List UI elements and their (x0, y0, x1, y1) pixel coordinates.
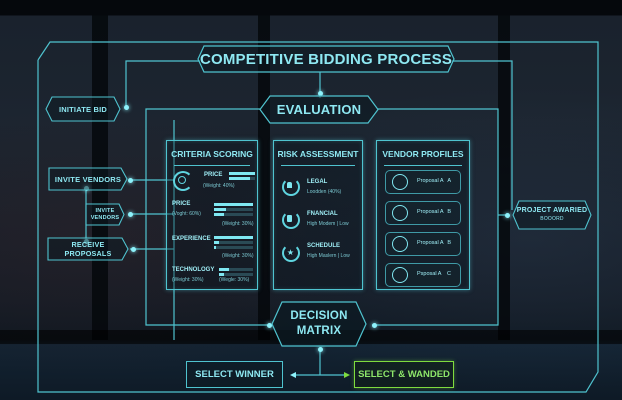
select-awarded-button[interactable]: SELECT & WANDED (354, 361, 454, 388)
connector-dot (124, 105, 129, 110)
invite-vendors-node[interactable]: INVITE VENDORS (48, 167, 128, 191)
score-bar (214, 236, 253, 239)
title-text: COMPETITIVE BIDDING PROCESS (199, 50, 453, 68)
vendor-letter: B (447, 240, 451, 246)
criteria-weight: (Wegle: 30%) (219, 277, 250, 283)
score-bar (229, 177, 255, 180)
vendors-sub-label: VENDORS (90, 214, 120, 221)
criteria-weight: (Weight: 30%) (172, 277, 204, 283)
divider (281, 165, 355, 166)
risk-label: SCHEDULE (307, 243, 341, 249)
connector-dot (505, 213, 510, 218)
receive-proposals-node[interactable]: RECEIVE PROPOSALS (47, 237, 129, 261)
vendor-row[interactable]: Proposal A B (385, 201, 461, 225)
decision-matrix-node[interactable]: DECISION MATRIX (271, 301, 367, 347)
score-ring-inner-icon (178, 176, 186, 184)
connector-dot (128, 178, 133, 183)
vendor-letter: A (447, 178, 451, 184)
decision-line1: DECISION (290, 310, 348, 322)
connector-dot (128, 212, 133, 217)
criteria-weight: (Weight: 30%) (222, 221, 254, 227)
criteria-scoring-panel: CRITERIA SCORING PRICE (Weight: 40%) PRI… (166, 140, 258, 290)
decision-line2: MATRIX (296, 325, 342, 337)
score-ring-icon (173, 171, 193, 191)
risk-sub: Loodden (40%) (307, 189, 342, 195)
criteria-label: PRICE (204, 172, 223, 178)
criteria-title: CRITERIA SCORING (171, 149, 253, 159)
score-bar (229, 172, 255, 175)
invite-vendors-sub-node[interactable]: INVITE VENDORS (85, 203, 125, 226)
score-bar (214, 246, 253, 249)
risk-title: RISK ASSESSMENT (277, 149, 359, 159)
vendor-letter: B (447, 209, 451, 215)
vendors-title: VENDOR PROFILES (382, 149, 464, 159)
initiate-bid-label: INITIATE BID (58, 104, 108, 114)
evaluation-label: EVALUATION (276, 102, 362, 117)
user-avatar-icon (392, 267, 408, 283)
vendor-name: Proposal A (417, 178, 444, 184)
risk-assessment-panel: RISK ASSESSMENT LEGAL Loodden (40%) FNAN… (273, 140, 363, 290)
vendor-row[interactable]: Proposal A B (385, 232, 461, 256)
initiate-bid-node[interactable]: INITIATE BID (45, 96, 121, 122)
vendor-letter: C (447, 271, 451, 277)
score-bar (214, 213, 253, 216)
connector-dot (318, 91, 323, 96)
select-winner-button[interactable]: SELECT WINNER (186, 361, 283, 388)
score-bar (219, 273, 253, 276)
lock-icon (282, 178, 300, 196)
criteria-label: EXPERIENCE (172, 236, 211, 242)
project-awarded-label: PROJECT AWARIED (516, 207, 588, 214)
project-awarded-node[interactable]: PROJECT AWARIED BOOORD (512, 200, 592, 230)
invite-sub-label: INVITE (95, 208, 115, 214)
vendor-name: Proposal A (417, 209, 444, 215)
wallet-glyph (287, 215, 292, 222)
criteria-weight: (Weight: 40%) (203, 183, 235, 189)
score-bar (214, 208, 253, 211)
risk-sub: High Maslern | Low (307, 253, 350, 259)
risk-sub: High Modem | Low (307, 221, 349, 227)
vendor-row[interactable]: Proposal A A (385, 170, 461, 194)
vendor-row[interactable]: Psposal A C (385, 263, 461, 287)
criteria-label: PRICE (172, 201, 191, 207)
invite-vendors-label: INVITE VENDORS (54, 174, 122, 184)
connector-dot (318, 347, 323, 352)
score-bar (219, 268, 253, 271)
window-pillar (258, 15, 270, 340)
wallet-icon (282, 211, 300, 229)
divider (174, 165, 250, 166)
criteria-label: TECHNOLOGY (172, 267, 215, 273)
criteria-weight: (Voght: 60%) (172, 211, 201, 217)
vendor-profiles-panel: VENDOR PROFILES Proposal A A Proposal A … (376, 140, 470, 290)
lock-glyph (287, 182, 292, 188)
connector-dot (131, 247, 136, 252)
evaluation-node[interactable]: EVALUATION (259, 95, 379, 124)
risk-label: LEGAL (307, 179, 328, 185)
connector-dot (372, 323, 377, 328)
score-bar (214, 203, 253, 206)
vendor-name: Psposal A (417, 271, 442, 277)
user-avatar-icon (392, 236, 408, 252)
star-icon (282, 244, 300, 262)
score-bar (214, 241, 253, 244)
star-glyph: ★ (286, 248, 295, 257)
project-awarded-sub: BOOORD (540, 216, 564, 222)
connector-dot (267, 323, 272, 328)
criteria-weight: (Weight: 30%) (222, 253, 254, 259)
receive-proposals-label: RECEIVE PROPOSALS (64, 240, 112, 258)
vendor-name: Proposal A (417, 240, 444, 246)
divider (384, 165, 462, 166)
user-avatar-icon (392, 174, 408, 190)
window-pillar (498, 15, 510, 340)
user-avatar-icon (392, 205, 408, 221)
risk-label: FNANCIAL (307, 211, 338, 217)
diagram-title: COMPETITIVE BIDDING PROCESS (197, 45, 455, 73)
